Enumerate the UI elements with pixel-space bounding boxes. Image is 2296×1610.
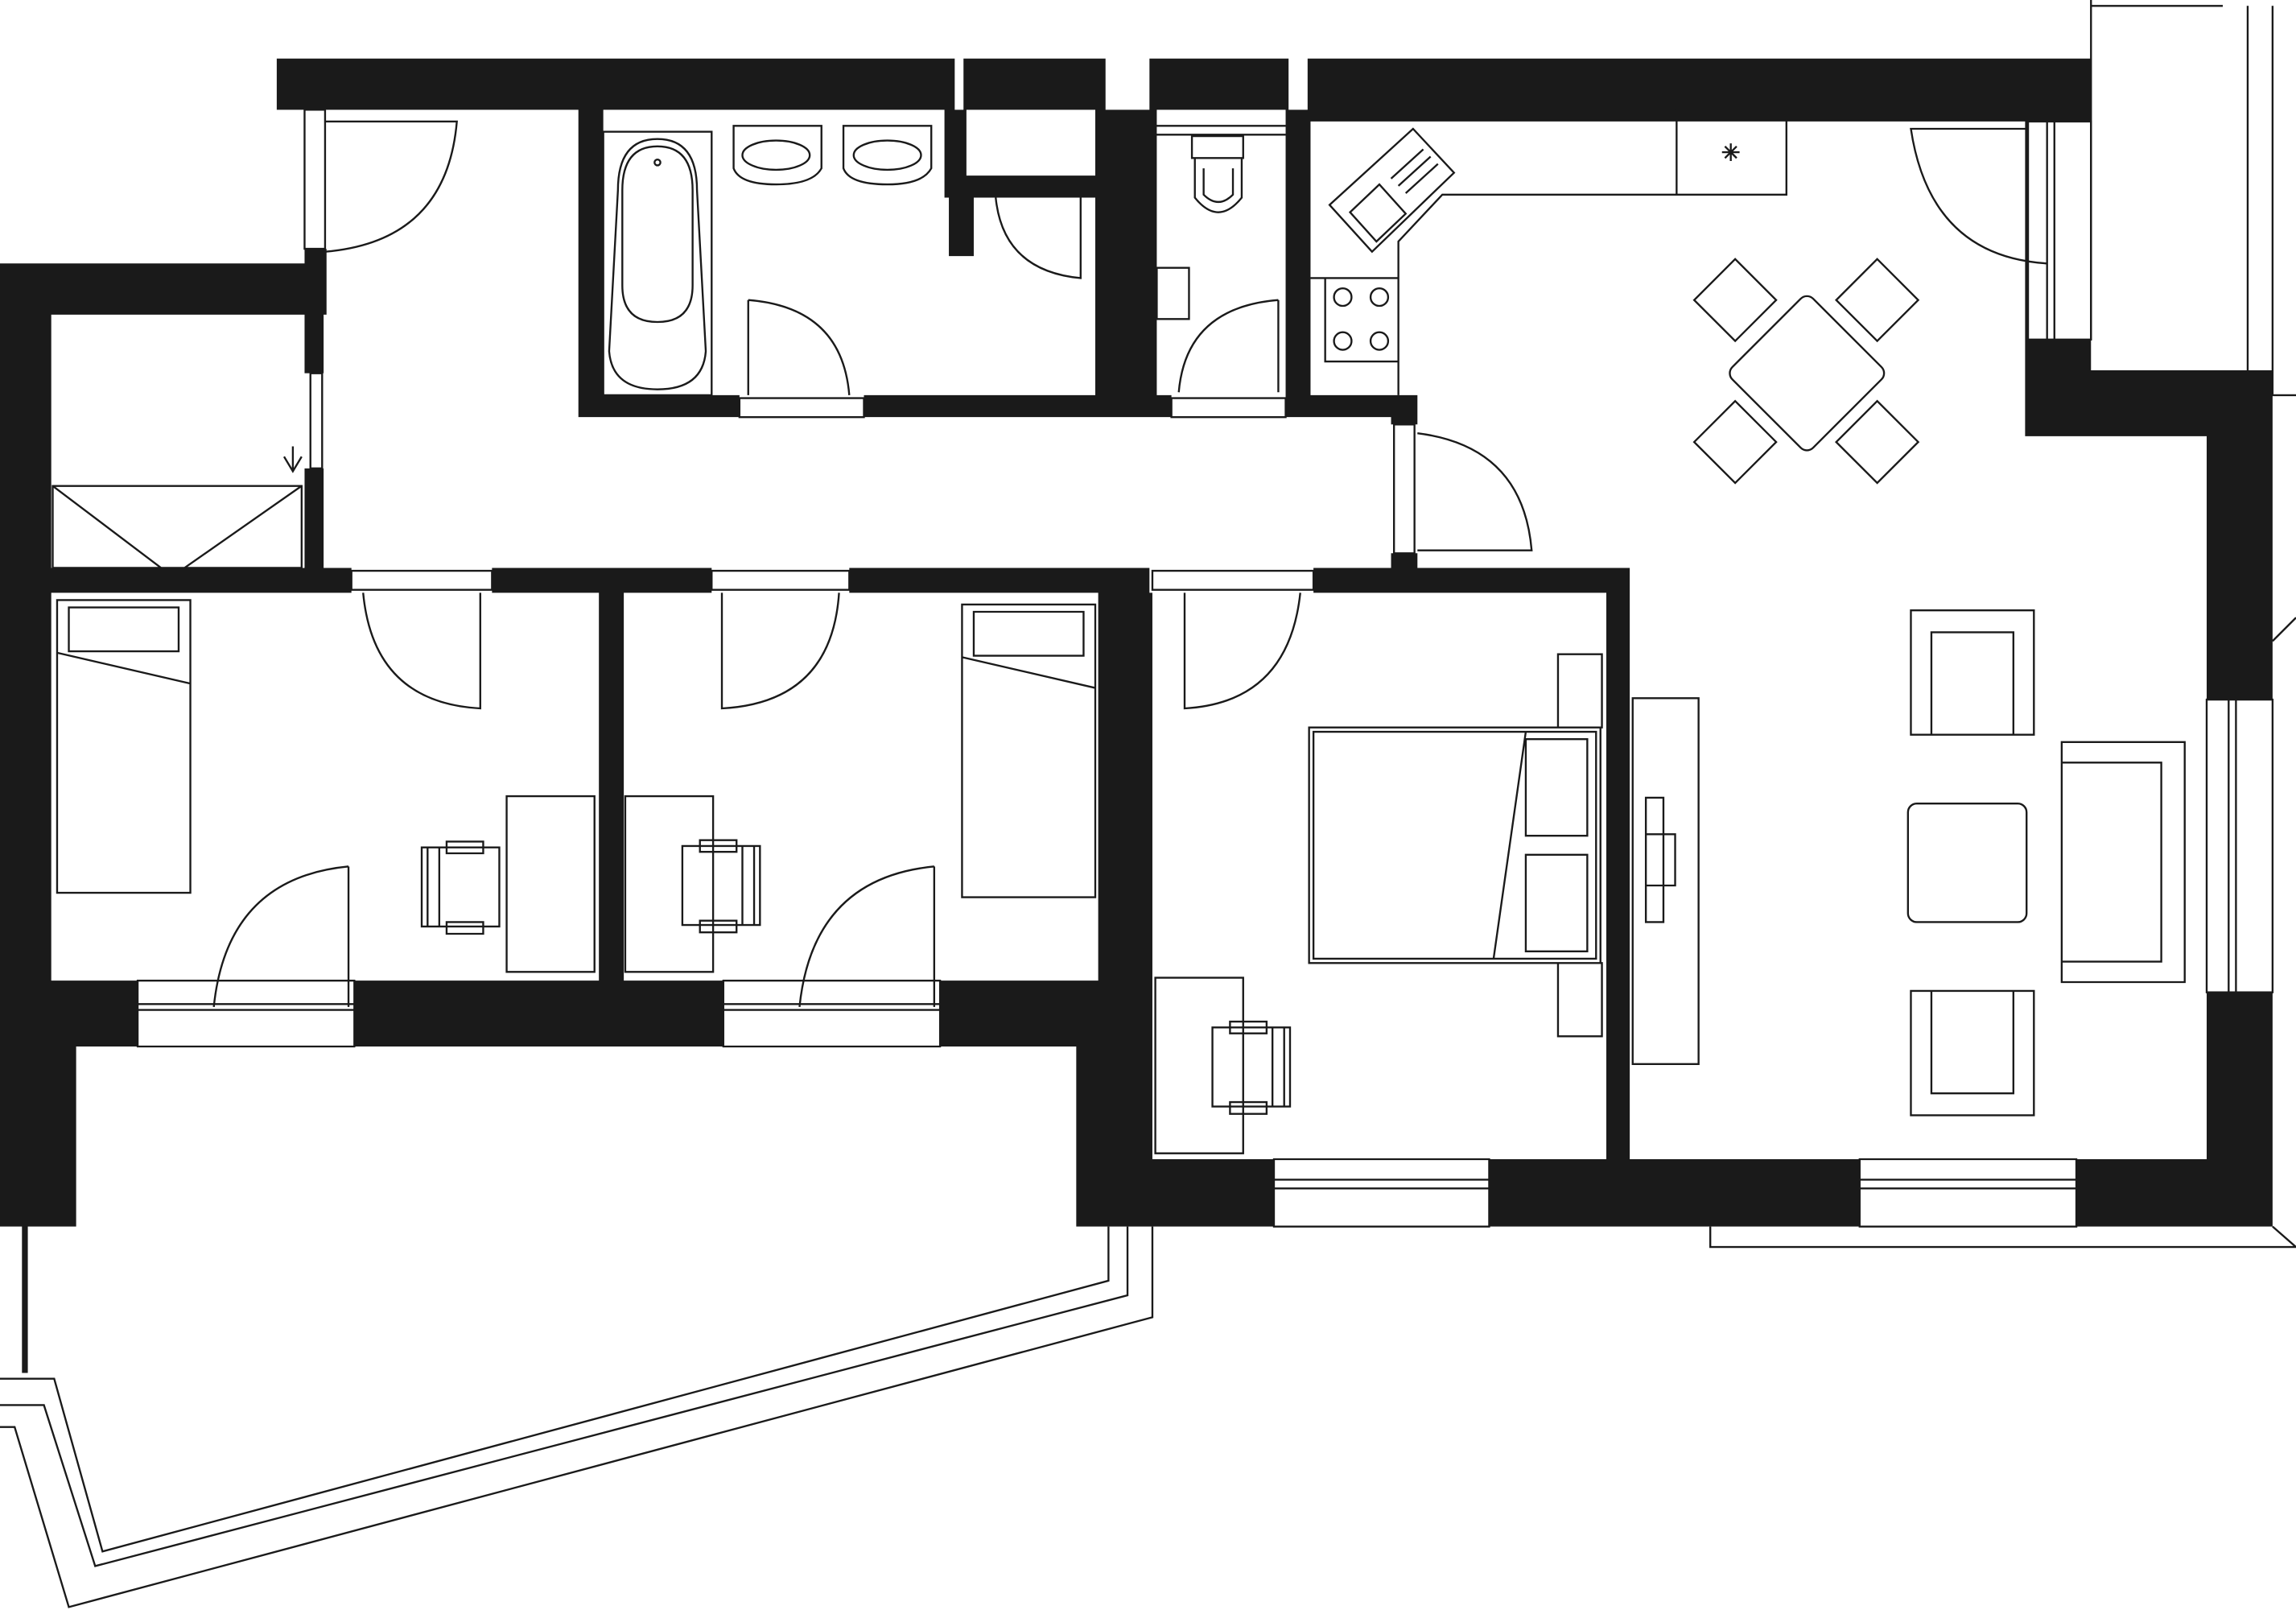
living-furniture: [1631, 609, 2186, 1117]
master-bed: [1154, 653, 1603, 1154]
walls: [0, 58, 2273, 1373]
storage-shelf: [52, 446, 303, 569]
windows: [136, 0, 2296, 1249]
bedroom-2-furniture: [624, 603, 1097, 973]
extractor-fan-icon: [1721, 143, 1740, 161]
double-sink: [732, 125, 933, 186]
doors: [212, 120, 2047, 1008]
bedroom-1-furniture: [56, 599, 596, 973]
wc-toilet: [1152, 125, 1286, 320]
dining-table: [1692, 258, 1920, 485]
kitchen-counter: [1310, 109, 1787, 395]
bathtub: [602, 130, 713, 397]
stove-burners: [1333, 287, 1390, 351]
balcony: [0, 1226, 1154, 1608]
